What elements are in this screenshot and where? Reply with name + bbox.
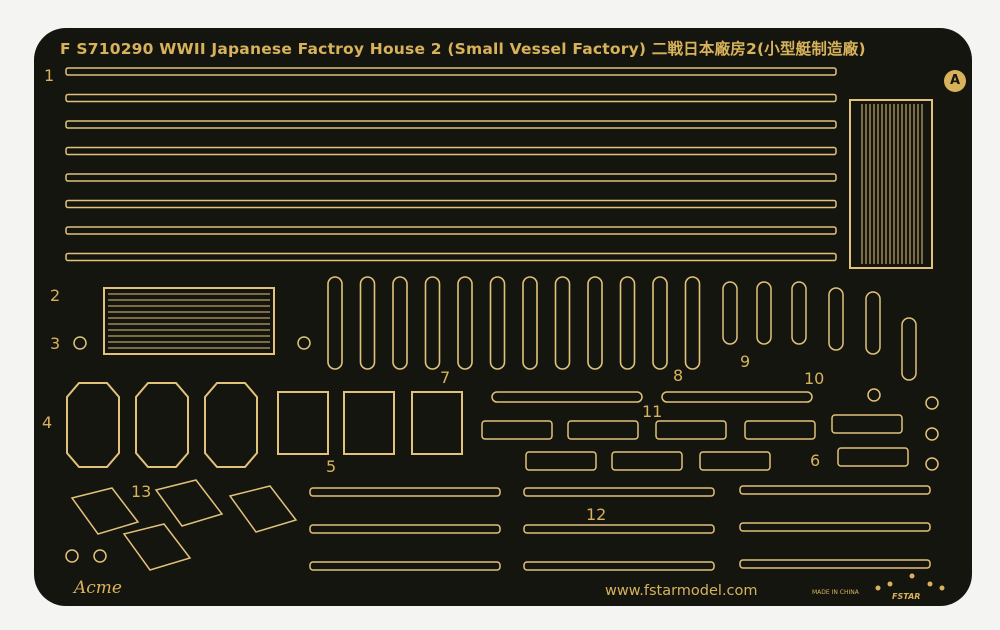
h-connector <box>831 414 903 434</box>
vertical-loop <box>587 276 603 370</box>
long-rail <box>65 120 837 129</box>
long-bar <box>739 522 931 532</box>
part-number-11: 11 <box>642 402 663 421</box>
long-bar <box>739 559 931 569</box>
long-rail <box>65 173 837 182</box>
stair-piece <box>70 487 140 535</box>
vertical-loop <box>684 276 701 370</box>
long-bar <box>739 485 931 495</box>
long-bar <box>309 487 501 497</box>
part-number-12: 12 <box>586 505 607 524</box>
made-in-text: MADE IN CHINA <box>812 589 859 596</box>
small-round-part <box>93 549 107 563</box>
part-number-2: 2 <box>50 286 61 305</box>
window-frame <box>343 391 395 455</box>
vertical-loop <box>489 276 506 370</box>
small-round-part <box>65 549 79 563</box>
part-number-1: 1 <box>44 66 55 85</box>
long-bar <box>523 561 715 571</box>
vertical-loop <box>554 276 571 370</box>
part-number-13: 13 <box>131 482 152 501</box>
part-number-10: 10 <box>804 369 825 388</box>
ladder-panel <box>849 99 933 269</box>
vertical-loop <box>359 276 376 370</box>
octagon-frame <box>135 382 189 468</box>
rail-parts <box>65 67 931 571</box>
h-connector <box>655 420 727 440</box>
stair-piece <box>122 523 192 571</box>
part-number-9: 9 <box>740 352 751 371</box>
long-bar <box>523 524 715 534</box>
logo-star <box>887 581 893 587</box>
h-connector <box>611 451 683 471</box>
stair-piece <box>228 485 298 533</box>
h-connector <box>481 420 553 440</box>
signature: Acme <box>74 578 122 598</box>
link-part <box>865 291 881 355</box>
logo-star <box>927 581 933 587</box>
link-part <box>901 317 917 381</box>
link-part <box>791 281 807 345</box>
small-round-part <box>925 427 939 441</box>
h-connector <box>525 451 597 471</box>
vertical-loop <box>457 276 473 370</box>
part-number-4: 4 <box>42 413 53 432</box>
h-connector <box>837 447 909 467</box>
h-connector <box>744 420 816 440</box>
link-part <box>756 281 772 345</box>
grille-panel <box>103 287 275 355</box>
small-parts <box>65 99 945 591</box>
stair-piece <box>154 479 224 527</box>
long-rail <box>65 252 837 262</box>
part-number-8: 8 <box>673 366 684 385</box>
part-number-5: 5 <box>326 457 337 476</box>
long-rail <box>65 93 837 103</box>
octagon-frame <box>204 382 258 468</box>
long-bar <box>309 561 501 571</box>
link-part <box>828 287 844 351</box>
small-round-part <box>925 457 939 471</box>
connector-bar <box>661 391 813 403</box>
octagon-frame <box>66 382 120 468</box>
long-bar <box>309 524 501 534</box>
logo-star <box>875 585 881 591</box>
small-round-part <box>925 396 939 410</box>
long-rail <box>65 67 837 76</box>
vertical-loop <box>327 276 343 370</box>
small-round-part <box>73 336 87 350</box>
vertical-loop <box>392 276 408 370</box>
brand-badge: A <box>944 70 966 92</box>
part-number-6: 6 <box>810 451 821 470</box>
part-number-3: 3 <box>50 334 61 353</box>
sheet-title: F S710290 WWII Japanese Factroy House 2 … <box>60 40 866 58</box>
logo-star <box>939 585 945 591</box>
vertical-loop <box>652 276 668 370</box>
h-connector <box>699 451 771 471</box>
small-round-part <box>867 388 881 402</box>
photo-etch-fret <box>34 28 972 606</box>
long-rail <box>65 199 837 209</box>
logo-star <box>909 573 915 579</box>
long-rail <box>65 226 837 235</box>
long-rail <box>65 146 837 156</box>
website-text: www.fstarmodel.com <box>605 583 758 599</box>
fstar-logo-text: FSTAR <box>892 592 921 601</box>
h-connector <box>567 420 639 440</box>
window-frame <box>277 391 329 455</box>
window-frame <box>411 391 463 455</box>
connector-bar <box>491 391 643 403</box>
vertical-loop <box>522 276 538 370</box>
part-number-7: 7 <box>440 368 451 387</box>
vertical-loop <box>424 276 441 370</box>
long-bar <box>523 487 715 497</box>
vertical-loop <box>619 276 636 370</box>
link-part <box>722 281 738 345</box>
small-round-part <box>297 336 311 350</box>
